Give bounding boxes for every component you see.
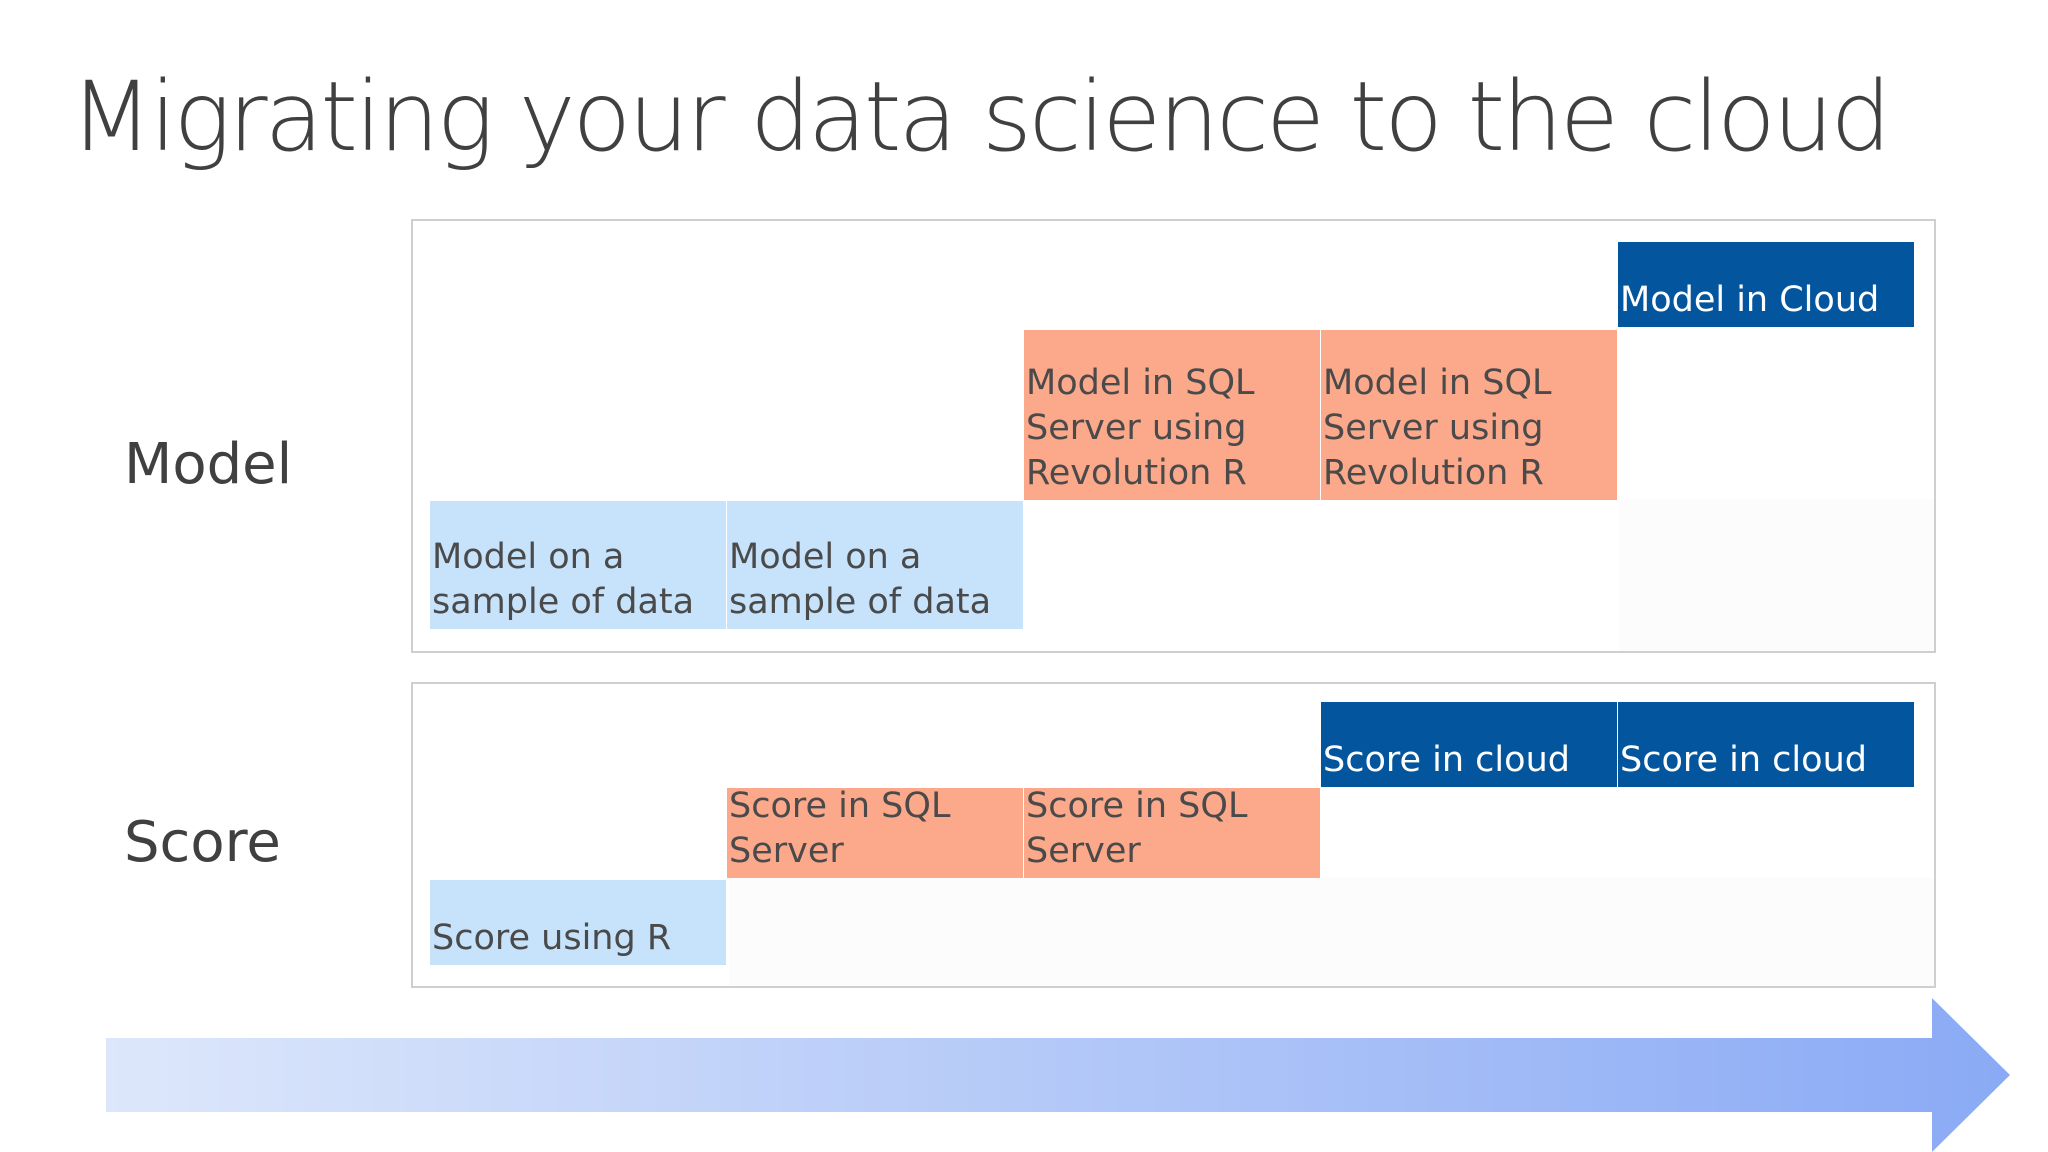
score-panel-faded-area: [729, 878, 1934, 986]
score-block-1: Score using R: [430, 880, 726, 965]
score-block-2: Score in SQL Server: [727, 788, 1023, 878]
model-block-5: Model in Cloud: [1618, 242, 1914, 327]
model-block-4: Model in SQL Server using Revolution R: [1321, 330, 1617, 500]
score-block-5: Score in cloud: [1618, 702, 1914, 787]
slide-title: Migrating your data science to the cloud: [70, 61, 1891, 173]
row-label-model: Model: [124, 432, 293, 497]
model-panel-faded-area: [1619, 499, 1934, 651]
progress-arrow: [106, 998, 2010, 1152]
score-block-3: Score in SQL Server: [1024, 788, 1320, 878]
score-block-4: Score in cloud: [1321, 702, 1617, 787]
progress-arrow-shape: [106, 998, 2010, 1152]
model-block-3: Model in SQL Server using Revolution R: [1024, 330, 1320, 500]
model-block-1: Model on a sample of data: [430, 501, 726, 629]
model-block-2: Model on a sample of data: [727, 501, 1023, 629]
row-label-score: Score: [124, 810, 281, 875]
